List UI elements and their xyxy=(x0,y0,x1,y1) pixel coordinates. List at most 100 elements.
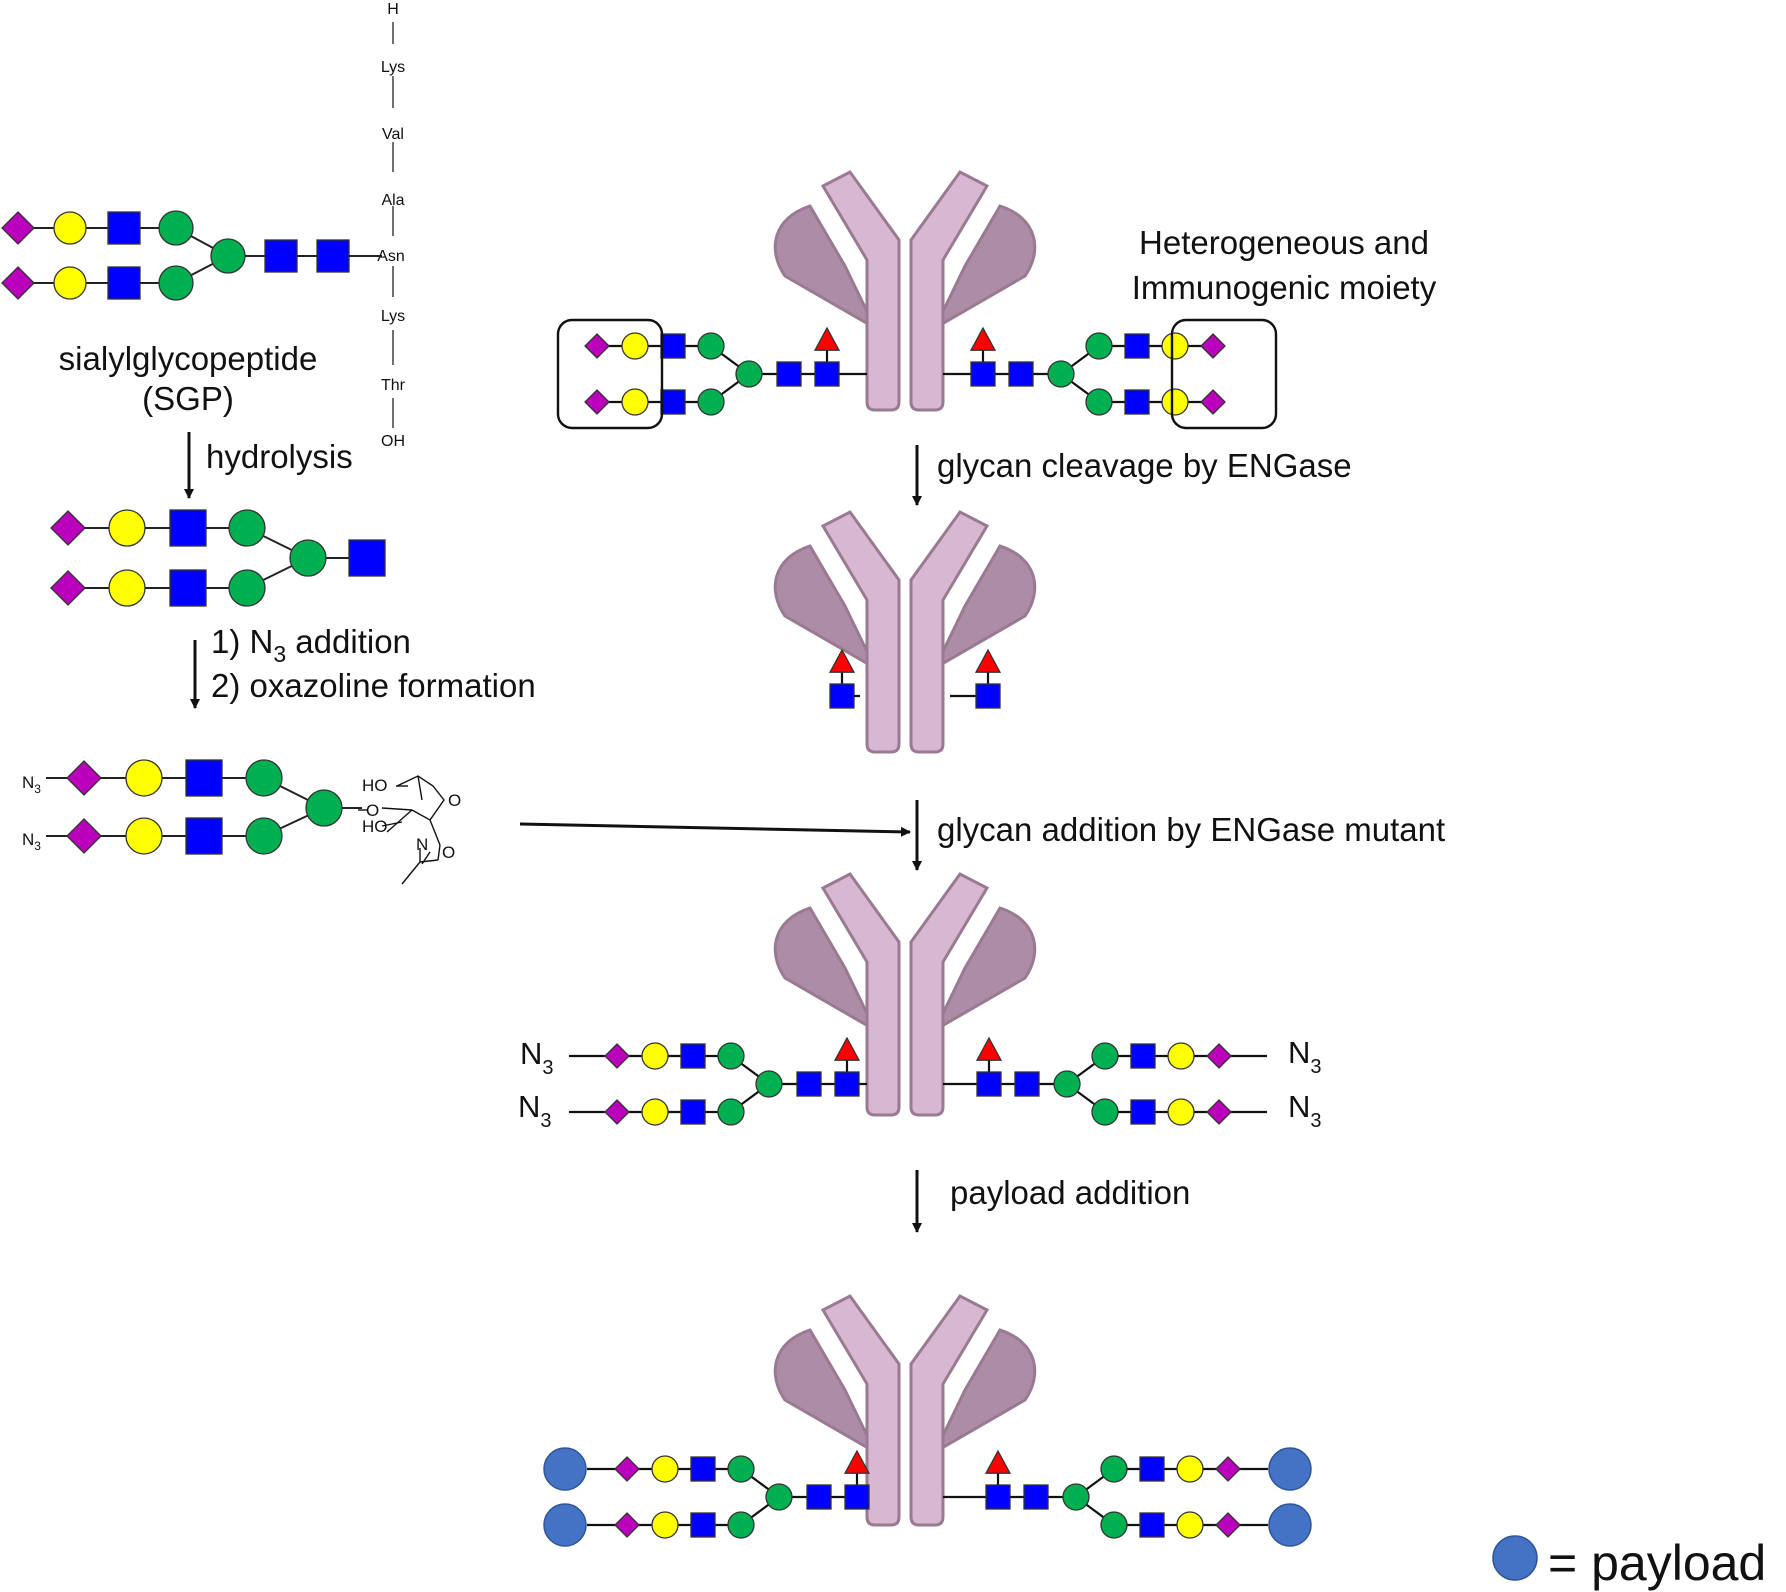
glcnac-square xyxy=(985,1484,1011,1510)
sialic-acid-diamond xyxy=(1200,389,1226,415)
glycan-bonds xyxy=(18,227,1268,1527)
mannose-circle xyxy=(1085,388,1113,416)
oxazoline-ho-1: HO xyxy=(362,776,388,795)
glcnac-square xyxy=(1124,333,1150,359)
heterogeneous-label: Heterogeneous and xyxy=(1139,224,1429,261)
azide-label: N3 xyxy=(520,1036,554,1079)
galactose-circle xyxy=(651,1455,679,1483)
antibody-heavy-chain-left xyxy=(820,1294,901,1527)
oxazoline-structure xyxy=(358,775,445,885)
glcnac-square xyxy=(185,817,223,855)
glcnac-square xyxy=(690,1456,716,1482)
mannose-circle xyxy=(228,569,266,607)
glcnac-square xyxy=(348,539,386,577)
galactose-circle xyxy=(1161,388,1189,416)
glcnac-square xyxy=(1124,389,1150,415)
galactose-circle xyxy=(125,817,163,855)
fucose-triangle xyxy=(813,326,841,351)
heterogeneous-moiety-boxes xyxy=(556,318,1278,430)
mannose-circle xyxy=(735,360,763,388)
fucose-triangle xyxy=(969,326,997,351)
galactose-circle xyxy=(1161,332,1189,360)
fucose-triangle xyxy=(833,1036,861,1061)
mannose-circle xyxy=(1085,332,1113,360)
sialic-acid-diamond xyxy=(614,1456,640,1482)
mannose-circle xyxy=(158,210,194,246)
antibodies xyxy=(773,170,1037,1527)
glcnac-square xyxy=(814,361,840,387)
glcnac-square xyxy=(660,333,686,359)
payload-circle xyxy=(1268,1503,1312,1547)
galactose-circle xyxy=(1176,1455,1204,1483)
azide-label-small: N3 xyxy=(22,773,41,796)
payload-circle xyxy=(1268,1447,1312,1491)
antibody-heavy-chain-right xyxy=(909,1294,990,1527)
antibody xyxy=(773,872,1037,1117)
galactose-circle xyxy=(53,211,87,245)
fucose-triangle xyxy=(975,1036,1003,1061)
mannose-circle xyxy=(1100,1511,1128,1539)
antibody-light-chain-left xyxy=(773,204,879,332)
glcnac-square xyxy=(185,759,223,797)
sialic-acid-diamond xyxy=(584,389,610,415)
mannose-circle xyxy=(727,1455,755,1483)
glcnac-square xyxy=(844,1484,870,1510)
antibody-heavy-chain-left xyxy=(820,872,901,1117)
glcnac-square xyxy=(829,683,855,709)
antibody-light-chain-left xyxy=(773,906,879,1034)
antibody-heavy-chain-right xyxy=(909,872,990,1117)
antibody-light-chain-right xyxy=(931,906,1037,1034)
glcnac-square xyxy=(1008,361,1034,387)
sialic-acid-diamond xyxy=(1206,1043,1232,1069)
antibody-heavy-chain-right xyxy=(909,170,990,412)
oxazoline-ring-o: O xyxy=(448,791,461,810)
mannose-circle xyxy=(717,1098,745,1126)
sgp-name-label: sialylglycopeptide xyxy=(59,340,318,377)
peptide-chain: H Lys Val Ala Asn Lys Thr OH xyxy=(377,1,405,450)
mannose-circle xyxy=(765,1483,793,1511)
galactose-circle xyxy=(108,569,146,607)
glcnac-square xyxy=(660,389,686,415)
oxazoline-linker-o: O xyxy=(366,801,379,820)
glcnac-square xyxy=(107,266,141,300)
glcnac-square xyxy=(975,683,1001,709)
peptide-residue: Lys xyxy=(381,59,405,76)
peptide-residue: Lys xyxy=(381,308,405,325)
glcnac-square xyxy=(834,1071,860,1097)
glcnac-square xyxy=(970,361,996,387)
azide-label: N3 xyxy=(518,1089,552,1132)
payload-addition-label: payload addition xyxy=(950,1174,1190,1211)
glcnac-square xyxy=(976,1071,1002,1097)
sialic-acid-diamond xyxy=(50,570,86,606)
sialic-acid-diamond xyxy=(604,1099,630,1125)
galactose-circle xyxy=(1167,1042,1195,1070)
fucose-triangle xyxy=(974,648,1002,673)
sialic-acid-diamond xyxy=(584,333,610,359)
oxazoline-n: N xyxy=(416,835,428,854)
galactose-circle xyxy=(641,1098,669,1126)
payload-circle xyxy=(1492,1535,1538,1581)
glcnac-square xyxy=(107,211,141,245)
antibody-light-chain-right xyxy=(931,1328,1037,1456)
glycan-symbols xyxy=(1,210,1538,1581)
peptide-residue: H xyxy=(387,1,399,18)
antibody xyxy=(773,170,1037,412)
sialic-acid-diamond xyxy=(1200,333,1226,359)
mannose-circle xyxy=(697,388,725,416)
sialic-acid-diamond xyxy=(1215,1456,1241,1482)
sialic-acid-diamond xyxy=(604,1043,630,1069)
mannose-circle xyxy=(1100,1455,1128,1483)
galactose-circle xyxy=(641,1042,669,1070)
step1-label: 1) N3 addition xyxy=(211,623,411,667)
glcnac-square xyxy=(1130,1099,1156,1125)
step2-label: 2) oxazoline formation xyxy=(211,667,536,704)
payload-legend-label: = payload xyxy=(1548,1535,1766,1591)
glcnac-square xyxy=(806,1484,832,1510)
antibody-light-chain-left xyxy=(773,544,879,672)
antibody-heavy-chain-left xyxy=(820,510,901,754)
mannose-circle xyxy=(755,1070,783,1098)
fucose-triangle xyxy=(843,1449,871,1474)
glcnac-square xyxy=(1139,1512,1165,1538)
antibody xyxy=(773,1294,1037,1527)
